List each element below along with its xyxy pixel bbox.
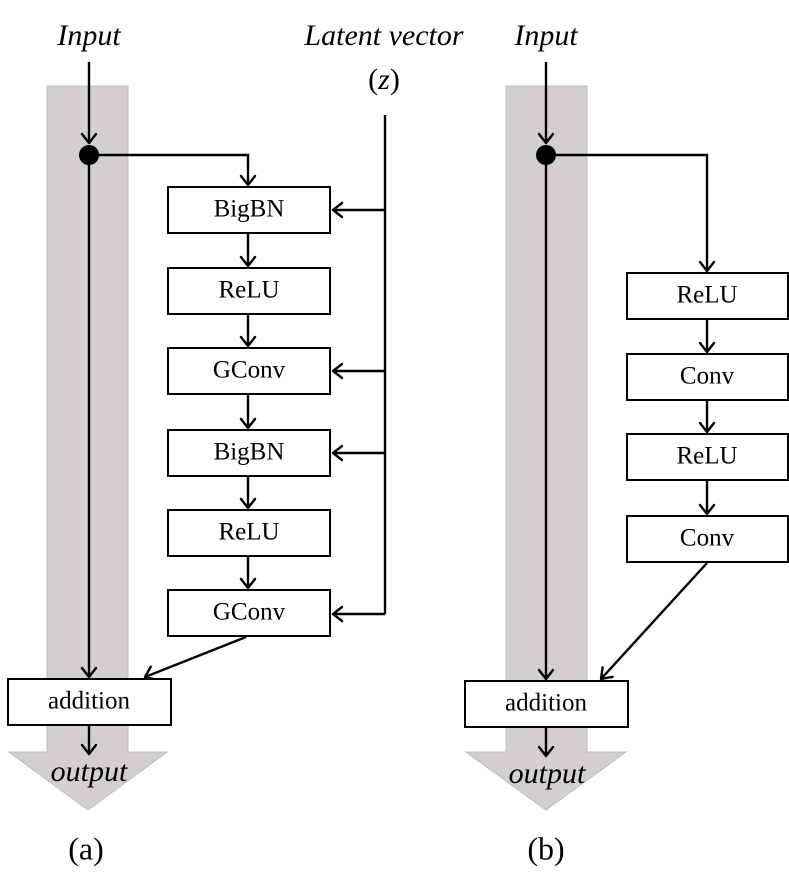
panel-a-addition-box: addition: [7, 678, 172, 726]
panel-a-caption: (a): [68, 830, 104, 866]
panel-a-output-label: output: [51, 755, 128, 788]
panel-b: Input ReLU Conv ReLU Conv: [464, 19, 789, 866]
panel-a-block-4: BigBN: [167, 429, 331, 477]
panel-b-arrowhead-3-4: [698, 503, 716, 516]
panel-a-output-arrowhead: [80, 743, 98, 756]
panel-a-arrowhead-2-3: [239, 335, 257, 348]
panel-a-block-6: GConv: [167, 589, 331, 637]
panel-a-block-2: ReLU: [167, 267, 331, 315]
panel-b-branch-arrowhead: [698, 260, 716, 273]
panel-b-residual-arrowhead: [599, 666, 614, 681]
panel-b-output-arrowhead: [537, 745, 555, 758]
panel-a-arrowhead-1-2: [239, 255, 257, 268]
panel-b-skip-arrowhead: [537, 668, 555, 681]
panel-a-arrowhead-5-6: [239, 577, 257, 590]
panel-a-branch-arrowhead: [239, 174, 257, 187]
panel-b-caption: (b): [527, 830, 564, 866]
panel-a-latent-arrowhead-3: [331, 362, 344, 380]
panel-b-residual-line: [600, 562, 708, 680]
panel-b-block-3: ReLU: [626, 433, 789, 481]
panel-a-branch-line: [89, 153, 250, 185]
panel-a-block-3-label: GConv: [213, 357, 286, 384]
panel-a-latent-symbol: (z): [368, 63, 400, 96]
panel-a-block-3: GConv: [167, 347, 331, 395]
panel-a-latent-arrowhead-1: [331, 201, 344, 219]
panel-b-addition-box: addition: [464, 680, 629, 728]
panel-a-arrowhead-3-4: [239, 417, 257, 430]
panel-a-skip-arrowhead: [80, 666, 98, 679]
panel-b-addition-label: addition: [505, 690, 587, 717]
panel-a: Input BigBN ReLU GConv: [7, 19, 464, 866]
panel-b-block-1-label: ReLU: [676, 282, 737, 309]
panel-a-block-1-label: BigBN: [214, 196, 285, 223]
panel-a-block-5: ReLU: [167, 509, 331, 557]
panel-b-arrowhead-2-3: [698, 421, 716, 434]
panel-b-output-label: output: [509, 757, 586, 790]
panel-a-block-2-label: ReLU: [218, 277, 279, 304]
panel-a-block-6-label: GConv: [213, 599, 286, 626]
panel-a-residual-line: [144, 635, 247, 679]
panel-b-block-2: Conv: [626, 353, 789, 401]
panel-a-input-label: Input: [56, 19, 121, 52]
panel-b-block-4-label: Conv: [680, 525, 735, 552]
panel-a-latent-arrowhead-4: [331, 444, 344, 462]
panel-a-block-1: BigBN: [167, 186, 331, 234]
panel-b-arrowhead-1-2: [698, 341, 716, 354]
panel-b-input-label: Input: [513, 19, 578, 52]
panel-a-latent-label: Latent vector: [303, 19, 463, 52]
panel-b-branch-line: [546, 153, 709, 271]
panel-a-block-4-label: BigBN: [214, 439, 285, 466]
panel-a-arrowhead-4-5: [239, 497, 257, 510]
panel-b-block-4: Conv: [626, 515, 789, 563]
panel-a-latent-arrowhead-6: [331, 605, 344, 623]
panel-b-block-1: ReLU: [626, 272, 789, 320]
panel-b-block-2-label: Conv: [680, 363, 735, 390]
panel-a-addition-label: addition: [48, 688, 130, 715]
panel-a-block-5-label: ReLU: [218, 519, 279, 546]
panel-a-input-arrowhead: [80, 132, 98, 145]
panel-b-block-3-label: ReLU: [676, 443, 737, 470]
panel-b-input-arrowhead: [537, 132, 555, 145]
